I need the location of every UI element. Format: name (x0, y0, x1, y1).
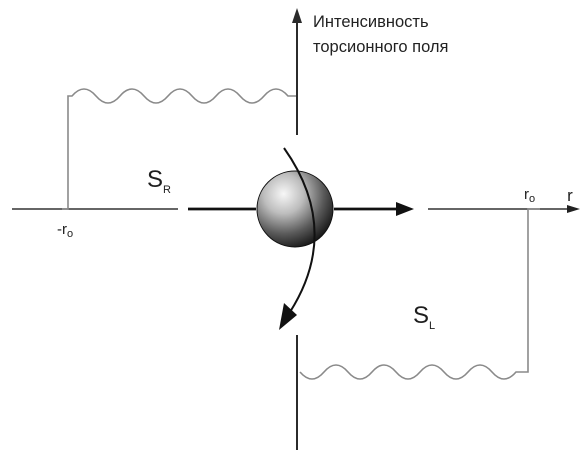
sl-label-sub: L (429, 320, 435, 332)
field-profile-right (299, 208, 540, 380)
intensity-axis-arrowhead (292, 8, 302, 23)
rotation-arrowhead (279, 303, 297, 330)
svg-text:-ro: -ro (57, 221, 73, 240)
svg-text:r: r (567, 186, 573, 205)
field-profile-left (62, 88, 296, 210)
motion-arrowhead (396, 202, 414, 216)
sr-label-main: S (147, 166, 163, 193)
svg-text:SR: SR (147, 166, 171, 196)
intensity-axis-upper (292, 8, 302, 135)
spinning-sphere (256, 170, 334, 248)
svg-text:ro: ro (524, 186, 535, 205)
intensity-label-line2: торсионного поля (313, 38, 449, 56)
neg-radius-prefix: -r (57, 221, 67, 238)
rotation-arc (283, 147, 316, 313)
svg-text:торсионного поля: торсионного поля (313, 38, 449, 56)
svg-text:SL: SL (413, 302, 435, 332)
pos-radius-prefix: r (524, 186, 529, 203)
sl-label-main: S (413, 302, 429, 329)
svg-text:Интенсивность: Интенсивность (313, 13, 429, 31)
r-axis-label: r (567, 186, 573, 205)
sr-label-sub: R (163, 184, 171, 196)
neg-radius-sub: o (67, 228, 73, 240)
intensity-label-line1: Интенсивность (313, 13, 429, 31)
r-axis-arrowhead (567, 205, 580, 213)
pos-radius-sub: o (529, 193, 535, 205)
